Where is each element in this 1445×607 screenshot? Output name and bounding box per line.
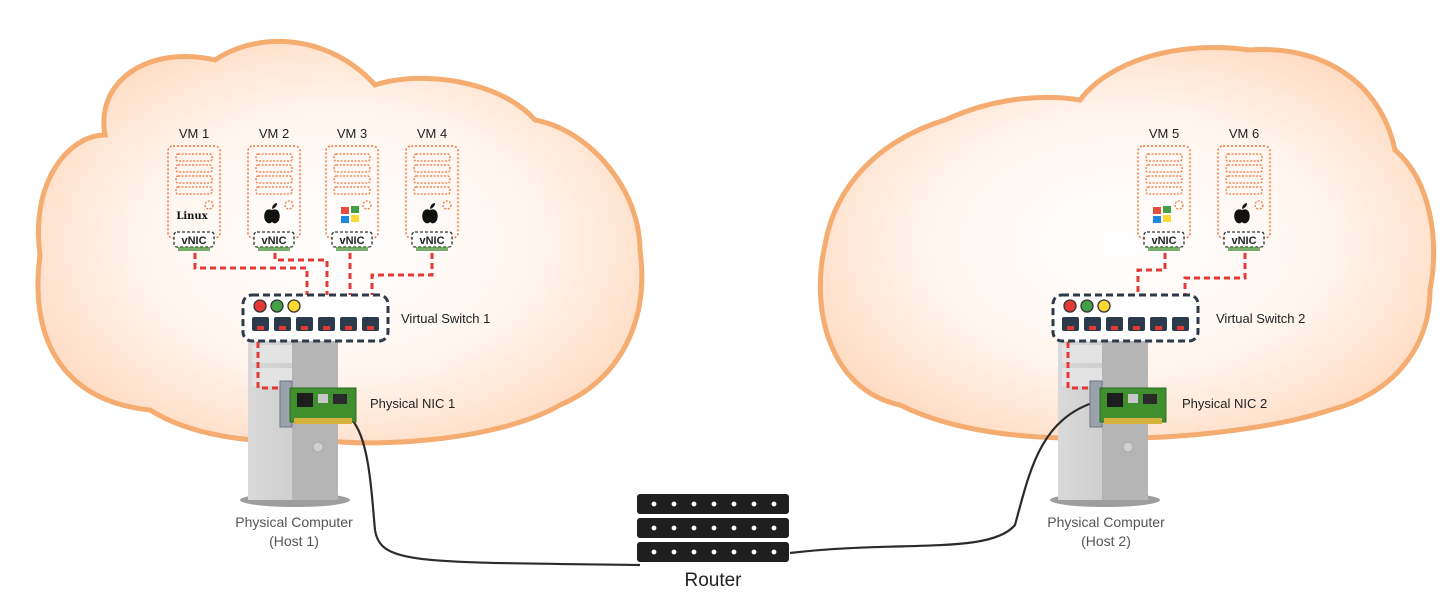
physical-nic-1-label: Physical NIC 1 xyxy=(370,396,455,411)
vnic-label: vNIC xyxy=(339,235,364,247)
cable-router-host-2 xyxy=(789,400,1096,555)
router-port-dot xyxy=(711,501,717,507)
router-port-dot xyxy=(731,501,737,507)
router-port-dot xyxy=(751,549,757,555)
router-port-dot xyxy=(671,525,677,531)
switch-port xyxy=(296,317,313,331)
vnic-label: vNIC xyxy=(181,235,206,247)
router-port-dot xyxy=(671,549,677,555)
switch-port xyxy=(274,317,291,331)
router-port-dot xyxy=(651,549,657,555)
vm-5: VM 5 vNIC xyxy=(1137,126,1191,251)
virtual-switch-1-label: Virtual Switch 1 xyxy=(401,311,490,326)
switch-port xyxy=(1084,317,1101,331)
router-port-dot xyxy=(751,525,757,531)
vnic-label: vNIC xyxy=(419,235,444,247)
host-2-label-line-1: Physical Computer xyxy=(1047,514,1165,530)
router xyxy=(637,494,789,562)
switch-led xyxy=(287,299,301,313)
apple-logo-icon xyxy=(264,203,280,224)
virtual-links-host-1 xyxy=(193,253,434,390)
switch-led xyxy=(1080,299,1094,313)
switch-led xyxy=(270,299,284,313)
vnic-label: vNIC xyxy=(1231,235,1256,247)
switch-port xyxy=(318,317,335,331)
vm-4: VM 4 vNIC xyxy=(405,126,459,251)
linux-logo-text: Linux xyxy=(176,211,208,222)
host-2-label-line-2: (Host 2) xyxy=(1081,533,1131,549)
switch-port xyxy=(1172,317,1189,331)
vm-label: VM 1 xyxy=(179,126,209,141)
windows-logo-icon xyxy=(341,206,359,223)
switch-port xyxy=(340,317,357,331)
physical-nic-2-label: Physical NIC 2 xyxy=(1182,396,1267,411)
switch-port xyxy=(1106,317,1123,331)
vnic-box xyxy=(253,231,295,248)
switch-port xyxy=(1128,317,1145,331)
switch-port xyxy=(362,317,379,331)
vnic-label: vNIC xyxy=(261,235,286,247)
physical-nic-1 xyxy=(279,380,357,428)
vm-3: VM 3 vNIC xyxy=(325,126,379,251)
virtual-switch-2-label: Virtual Switch 2 xyxy=(1216,311,1305,326)
router-label: Router xyxy=(684,570,742,591)
cloud-host-2 xyxy=(817,45,1437,441)
virtual-switches xyxy=(241,293,1200,343)
vnic-box xyxy=(173,231,215,248)
virtual-switch-1 xyxy=(241,293,390,343)
cable-host-1-router xyxy=(351,419,641,567)
router-port-dot xyxy=(771,525,777,531)
apple-logo-icon xyxy=(1234,203,1250,224)
switch-port xyxy=(252,317,269,331)
vnic-box xyxy=(411,231,453,248)
apple-logo-icon xyxy=(422,203,438,224)
router-port-dot xyxy=(711,549,717,555)
switch-led xyxy=(1063,299,1077,313)
router-port-dot xyxy=(691,549,697,555)
router-port-dot xyxy=(771,549,777,555)
vm-label: VM 3 xyxy=(337,126,367,141)
physical-nic-2 xyxy=(1089,380,1167,428)
vnic-box xyxy=(1223,231,1265,248)
router-port-dot xyxy=(651,501,657,507)
vm-label: VM 6 xyxy=(1229,126,1259,141)
router-port-dot xyxy=(671,501,677,507)
switch-port xyxy=(1062,317,1079,331)
router-port-dot xyxy=(731,525,737,531)
vm-1: VM 1 Linux vNIC xyxy=(167,126,221,251)
vm-label: VM 5 xyxy=(1149,126,1179,141)
vm-label: VM 2 xyxy=(259,126,289,141)
switch-led xyxy=(253,299,267,313)
switch-port xyxy=(1150,317,1167,331)
router-port-dot xyxy=(731,549,737,555)
switch-led xyxy=(1097,299,1111,313)
host-1-label-line-1: Physical Computer xyxy=(235,514,353,530)
router-port-dot xyxy=(691,525,697,531)
vnic-box xyxy=(1143,231,1185,248)
router-port-dot xyxy=(691,501,697,507)
vm-label: VM 4 xyxy=(417,126,447,141)
windows-logo-icon xyxy=(1153,206,1171,223)
vnic-label: vNIC xyxy=(1151,235,1176,247)
vm-2: VM 2 vNIC xyxy=(247,126,301,251)
router-port-dot xyxy=(771,501,777,507)
router-port-dot xyxy=(651,525,657,531)
vnic-box xyxy=(331,231,373,248)
router-port-dot xyxy=(751,501,757,507)
router-port-dot xyxy=(711,525,717,531)
vm-6: VM 6 vNIC xyxy=(1217,126,1271,251)
host-1-label-line-2: (Host 1) xyxy=(269,533,319,549)
virtual-switch-2 xyxy=(1051,293,1200,343)
